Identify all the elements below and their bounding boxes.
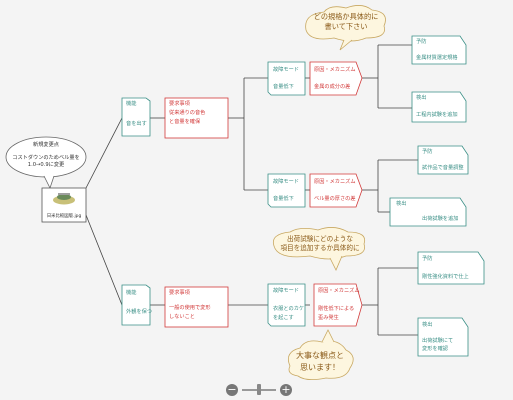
detection-3-label: 検出 xyxy=(422,322,433,328)
callout-top-line-2: 書いて下さい xyxy=(324,22,368,31)
zoom-control: − + xyxy=(224,382,294,398)
cause-1-label: 原因・メカニズム xyxy=(314,67,356,73)
prevention-2-text: 試作品で音量調整 xyxy=(422,165,464,171)
failure-mode-3-line-1: 衣服とのカケ xyxy=(273,306,305,312)
cause-node-2[interactable] xyxy=(309,173,363,208)
prevention-1-text: 金属材質選定規格 xyxy=(416,55,458,61)
failure-mode-2-text: 音量低下 xyxy=(273,196,294,202)
failure-mode-node-2[interactable] xyxy=(267,173,306,208)
failure-mode-3-line-2: を起こす xyxy=(273,315,294,321)
cause-3-line-2: 歪み発生 xyxy=(318,315,339,321)
callout-middle-line-2: 項目を追加するか具体的に xyxy=(280,244,360,252)
detection-node-1[interactable] xyxy=(411,91,467,123)
failure-mode-2-label: 故障モード xyxy=(273,179,299,185)
cause-node-1[interactable] xyxy=(309,61,363,96)
cause-3-line-1: 剛性低下による xyxy=(318,306,355,312)
failure-mode-1-text: 音量低下 xyxy=(273,84,294,90)
requirement-node-2[interactable] xyxy=(164,286,229,328)
function-1-label: 機能 xyxy=(126,101,137,107)
callout-top-line-1: どの規格か具体的に xyxy=(313,12,379,21)
requirement-2-label: 要求事項 xyxy=(169,290,190,296)
zoom-out-button[interactable]: − xyxy=(226,383,238,396)
callout-top-shape xyxy=(305,5,386,51)
function-2-label: 機能 xyxy=(126,290,137,296)
connectors xyxy=(85,44,418,336)
zoom-in-button[interactable]: + xyxy=(280,383,292,396)
failure-mode-node-1[interactable] xyxy=(267,61,306,96)
detection-2-text: 出荷試験を追加 xyxy=(422,216,459,222)
cause-2-label: 原因・メカニズム xyxy=(314,179,356,185)
prevention-2-label: 予防 xyxy=(422,149,433,155)
detection-node-3[interactable] xyxy=(417,317,469,357)
prevention-node-2[interactable] xyxy=(417,145,469,175)
root-title: 新規変更点 xyxy=(33,142,59,148)
prevention-3-text: 剛性強化資料で仕上 xyxy=(422,274,469,280)
callout-bottom-line-2: 思います！ xyxy=(300,363,340,372)
callout-bottom-line-1: 大事な観点と xyxy=(296,351,344,360)
failure-mode-node-3[interactable] xyxy=(267,283,306,327)
root-image-node[interactable] xyxy=(41,187,87,223)
requirement-1-label: 要求事項 xyxy=(169,101,190,107)
failure-mode-3-label: 故障モード xyxy=(273,288,299,294)
detection-1-text: 工程内試験を追加 xyxy=(416,112,458,118)
function-node-1[interactable] xyxy=(121,97,151,137)
root-speech-bubble xyxy=(5,136,87,190)
cause-2-text: ベル量の厚さの差 xyxy=(314,196,356,202)
detection-1-label: 検出 xyxy=(416,95,427,101)
callout-middle-shape xyxy=(272,227,366,271)
prevention-3-label: 予防 xyxy=(422,256,433,262)
root-line-1: コストダウンのためベル量を xyxy=(12,155,80,161)
root-image-caption: 日米比較図版.jpg xyxy=(46,214,82,219)
prevention-node-3[interactable] xyxy=(417,251,485,285)
requirement-2-line-2: しないこと xyxy=(169,314,195,320)
detection-3-line-2: 変形を確認 xyxy=(422,346,448,352)
cause-node-3[interactable] xyxy=(313,283,363,327)
detection-2-label: 検出 xyxy=(396,201,407,207)
function-node-2[interactable] xyxy=(121,284,151,326)
zoom-slider-thumb[interactable] xyxy=(257,384,261,395)
function-1-text: 音を出す xyxy=(126,121,147,127)
cause-1-text: 金属の成分の差 xyxy=(314,84,351,90)
requirement-1-line-1: 従来通りの音色 xyxy=(169,110,206,116)
failure-mode-1-label: 故障モード xyxy=(273,67,299,73)
callout-bottom-shape xyxy=(287,329,354,380)
requirement-node-1[interactable] xyxy=(164,97,229,139)
prevention-node-1[interactable] xyxy=(411,35,467,65)
detection-3-line-1: 出荷試験にて xyxy=(422,338,454,344)
root-line-2: 1.0→0.9に変更 xyxy=(27,162,65,168)
prevention-1-label: 予防 xyxy=(416,39,427,45)
requirement-2-line-1: 一般の使用で変形 xyxy=(169,305,211,311)
cause-3-label: 原因・メカニズム xyxy=(318,288,360,294)
requirement-1-line-2: と音量を確保 xyxy=(169,119,201,125)
function-2-text: 外観を保つ xyxy=(126,309,152,315)
detection-node-2[interactable] xyxy=(389,197,467,227)
callout-middle-line-1: 出荷試験にどのような xyxy=(287,235,353,243)
